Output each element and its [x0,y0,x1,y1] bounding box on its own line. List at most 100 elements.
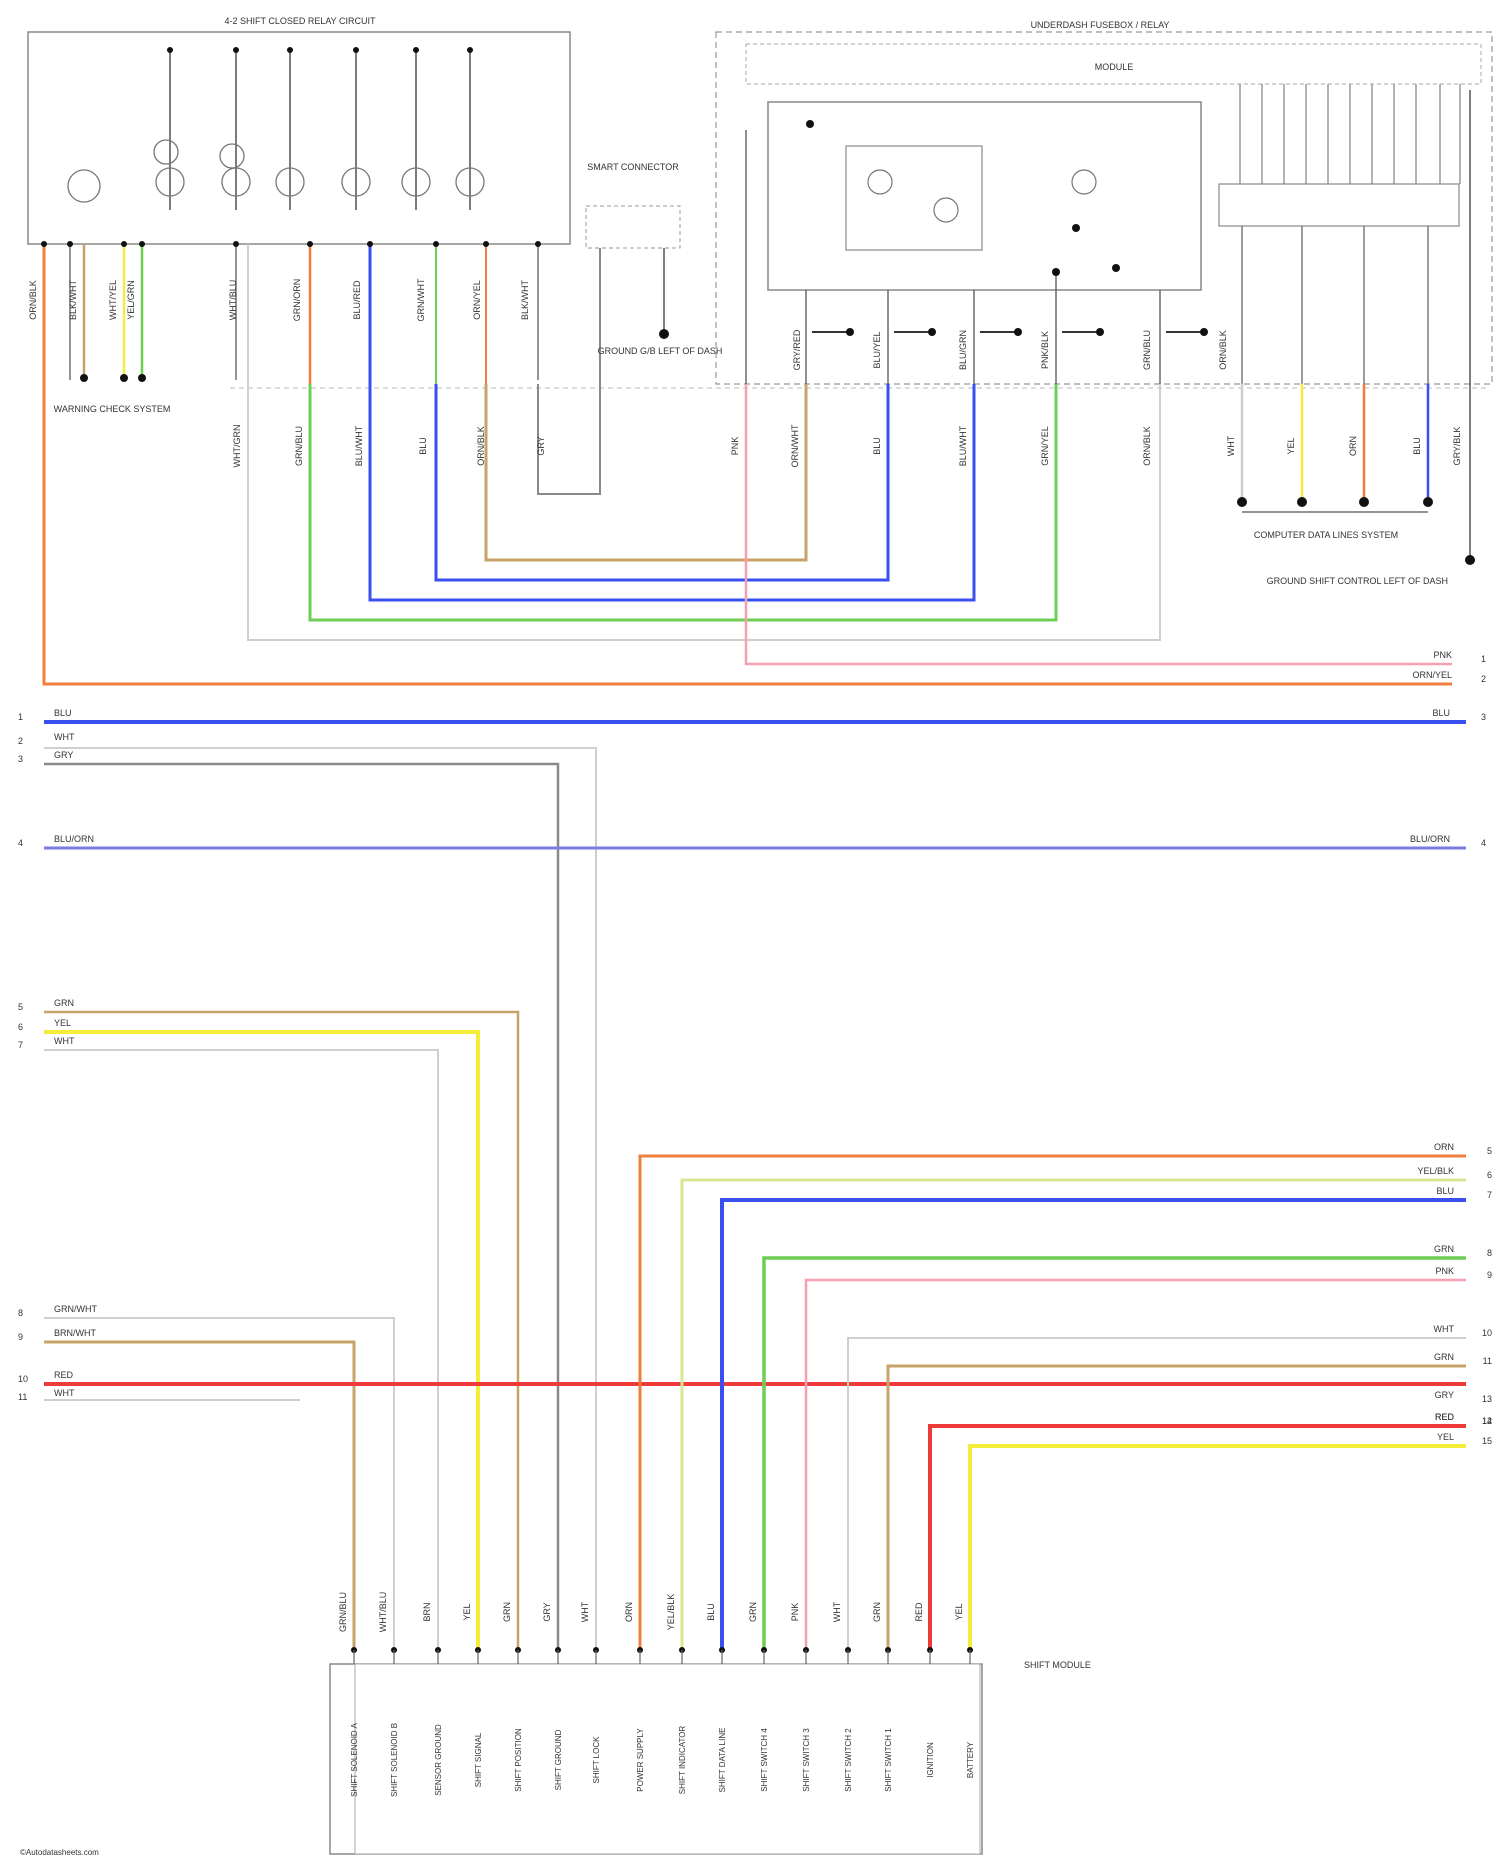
top-drop-left-label-0: ORN/BLK [28,280,38,320]
mid-blu [370,244,974,600]
harness-left-pin-3: 4 [18,838,23,848]
relay-top-node-1 [233,47,239,53]
connector-pin-name-8: SHIFT INDICATOR [678,1726,687,1795]
combo-dot-0 [1237,497,1247,507]
harness-right-bottom-label-6: GRN [1434,1352,1454,1362]
connector-wire-label-12: WHT [832,1601,842,1622]
mid-blu2 [436,384,888,580]
harness-right-bottom-label-1: YEL/BLK [1417,1166,1454,1176]
r-pnk-9 [806,1280,1466,1650]
mid-right-label-5: ORN/BLK [1142,426,1152,466]
harness-right-bottom-pin-2: 7 [1487,1190,1492,1200]
mid-right-label-3: BLU/WHT [958,425,968,466]
mid-left-label-2: BLU/WHT [354,425,364,466]
top-drop-left-label-6: BLU/RED [352,280,362,320]
smart-connector-label: SMART CONNECTOR [587,162,679,172]
relay-top-node-0 [167,47,173,53]
fb-transistor-a [868,170,892,194]
connector-pin-name-3: SHIFT SIGNAL [474,1732,483,1787]
harness-left-label-3: BLU/ORN [54,834,94,844]
connector-wire-label-2: BRN [422,1602,432,1621]
connector-pin-name-6: SHIFT LOCK [592,1736,601,1784]
sys-dot-b [120,374,128,382]
harness-right-bottom-pin-4: 9 [1487,1270,1492,1280]
top-drop-left-label-4: WHT/BLU [228,280,238,321]
mid-right-label-4: GRN/YEL [1040,426,1050,466]
combo-box [1219,184,1459,226]
connector-wire-label-1: WHT/BLU [378,1592,388,1633]
mid-left-label-4: ORN/BLK [476,426,486,466]
connector-wire-label-6: WHT [580,1601,590,1622]
top-drop-left-label-3: YEL/GRN [126,280,136,320]
connector-wire-label-8: YEL/BLK [666,1594,676,1631]
bus-label-orn: ORN/YEL [1412,670,1452,680]
connector-wire-label-5: GRY [542,1602,552,1621]
combo-dot-3 [1423,497,1433,507]
fb-fuse-node-3 [1096,328,1104,336]
relay-drop-node-3 [139,241,145,247]
r-yel-6 [682,1180,1466,1650]
relay-top-node-5 [467,47,473,53]
smart-connector-box [586,206,680,248]
harness-right-top-pin-3: 4 [1481,838,1486,848]
harness-right-top-label-2: BLU [1432,708,1450,718]
top-drop-left-label-1: BLK/WHT [68,280,78,321]
harness-left-pin-0: 1 [18,712,23,722]
combo-dot-2 [1359,497,1369,507]
top-drop-mid-label-3: PNK/BLK [1040,331,1050,369]
connector-pin-name-13: SHIFT SWITCH 1 [884,1728,893,1792]
harness-left-label-5: YEL [54,1018,71,1028]
harness-left-pin-8: 9 [18,1332,23,1342]
relay-symbol-b [220,144,244,168]
wires [44,50,1470,1650]
harness-right-bottom-label-5: WHT [1434,1324,1455,1334]
relay-drop-node-0 [41,241,47,247]
h-tan-9 [44,1342,354,1650]
harness-left-label-9: RED [54,1370,74,1380]
connector-pin-name-12: SHIFT SWITCH 2 [844,1728,853,1792]
relay-drop-node-6 [367,241,373,247]
connector-pin-name-0: SHIFT SOLENOID A [350,1723,359,1797]
relay-drop-node-2 [121,241,127,247]
r-red-12 [930,1426,1466,1650]
fb-fuse-node-1 [928,328,936,336]
harness-labels: PNKORN/YELBLU1WHT2GRY3BLU/ORN4GRN5YEL6WH… [18,650,1492,1446]
h-wht-7 [44,1050,438,1650]
connector-pin-name-1: SHIFT SOLENOID B [390,1723,399,1797]
relay-drop-node-9 [535,241,541,247]
harness-right-bottom-label-0: ORN [1434,1142,1454,1152]
harness-right-bottom-label-2: BLU [1436,1186,1454,1196]
mid-grn [310,384,1056,620]
relay-symbol-a [154,140,178,164]
harness-right-bottom-pin-8: 13 [1482,1394,1492,1404]
module-label: MODULE [1095,62,1134,72]
connector-wire-label-0: GRN/BLU [338,1592,348,1632]
harness-left-pin-10: 11 [18,1392,27,1402]
r-grn-8 [764,1258,1466,1650]
relay-top-node-3 [353,47,359,53]
harness-left-label-0: BLU [54,708,72,718]
connector-wire-label-15: YEL [954,1603,964,1620]
right-gnd-dot [1465,555,1475,565]
mid-right-label-0: PNK [730,437,740,456]
relay-title: 4-2 SHIFT CLOSED RELAY CIRCUIT [224,16,376,26]
mid-left-label-1: GRN/BLU [294,426,304,466]
harness-right-top-pin-2: 3 [1481,712,1486,722]
harness-right-bottom-label-3: GRN [1434,1244,1454,1254]
harness-left-pin-2: 3 [18,754,23,764]
relay-top-node-4 [413,47,419,53]
relay-drop-node-4 [233,241,239,247]
connector-pin-name-4: SHIFT POSITION [514,1728,523,1792]
rt-drop-label-4: GRY/BLK [1452,427,1462,466]
connector-pin-name-2: SENSOR GROUND [434,1724,443,1796]
harness-left-pin-1: 2 [18,736,23,746]
harness-right-bottom-pin-5: 10 [1482,1328,1492,1338]
ref-right-ground: GROUND SHIFT CONTROL LEFT OF DASH [1267,576,1448,586]
harness-left-label-10: WHT [54,1388,75,1398]
fb-fuse-node-2 [1014,328,1022,336]
relay-drop-node-5 [307,241,313,247]
relay-drop-node-8 [483,241,489,247]
connector-pin-name-14: IGNITION [926,1742,935,1778]
ref-left-system: WARNING CHECK SYSTEM [54,404,171,414]
